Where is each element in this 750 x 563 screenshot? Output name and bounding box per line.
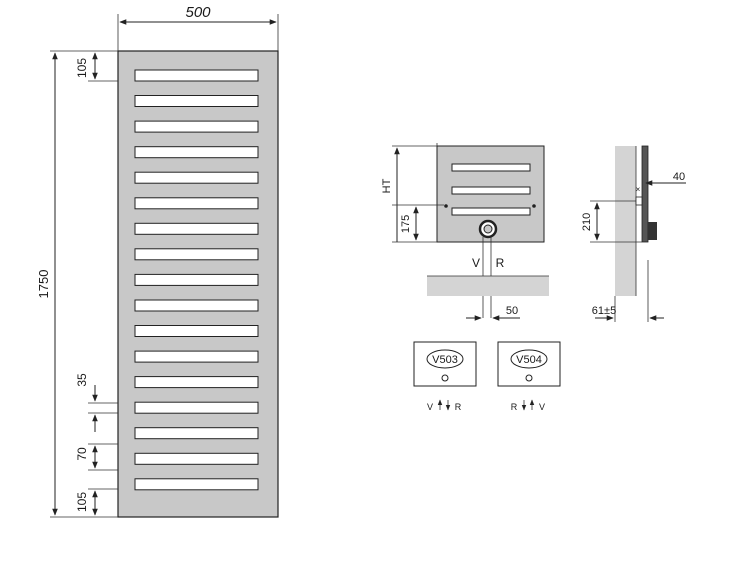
bracket-dot-right [532,204,536,208]
height-dimension-label: 1750 [36,270,51,299]
radiator-slot [134,299,259,312]
floor [427,276,549,296]
flow-legend-right: V [539,402,545,412]
group-gap-label: 70 [75,447,89,461]
radiator-slot [134,401,259,414]
ht-label: HT [381,178,393,193]
valve-label: V503 [432,354,458,366]
front-view: 500 1750 105 35 70 105 [36,4,279,518]
radiator-slot [134,325,259,337]
radiator-slot [134,222,259,235]
flow-legend-left: V [427,402,433,412]
radiator-slot [134,248,259,261]
connection-detail-view: V R HT 175 50 [381,143,549,321]
top-gap-label: 105 [75,58,89,78]
bracket-marker: × [636,185,641,194]
slot-gap-label: 35 [75,373,89,387]
radiator-slot [134,478,259,491]
radiator-slot [134,452,259,465]
radiator-slot [134,120,259,133]
radiator-slot [134,95,259,107]
connection-height-label: 175 [400,215,412,233]
flow-legend-right: R [455,402,462,412]
wall-distance-label: 61±5 [592,305,616,317]
slot-group [134,69,259,491]
valve-variant-v503: V503 V R [413,341,477,412]
radiator-slot [134,69,259,82]
valve-body [648,222,657,240]
radiator-slot [134,427,259,440]
wall [615,146,636,296]
flow-legend-left: R [511,402,518,412]
bracket [635,196,643,206]
bottom-gap-label: 105 [75,492,89,512]
side-view: × 40 210 61±5 [581,145,686,322]
radiator-slot [134,350,259,363]
valve-label: V504 [516,354,542,366]
radiator-slot [134,171,259,184]
supply-label: V [472,256,480,270]
bracket-height-label: 210 [581,213,593,231]
radiator-side-profile [641,145,649,243]
radiator-slot [134,273,259,286]
radiator-slot [134,376,259,389]
radiator-slot [134,146,259,159]
bracket-dot-left [444,204,448,208]
width-dimension-label: 500 [185,4,211,21]
valve-variant-v504: V504 R V [497,341,561,412]
return-label: R [496,256,505,270]
depth-label: 40 [673,171,685,183]
radiator-slot [134,197,259,210]
offset-label: 50 [506,305,518,317]
